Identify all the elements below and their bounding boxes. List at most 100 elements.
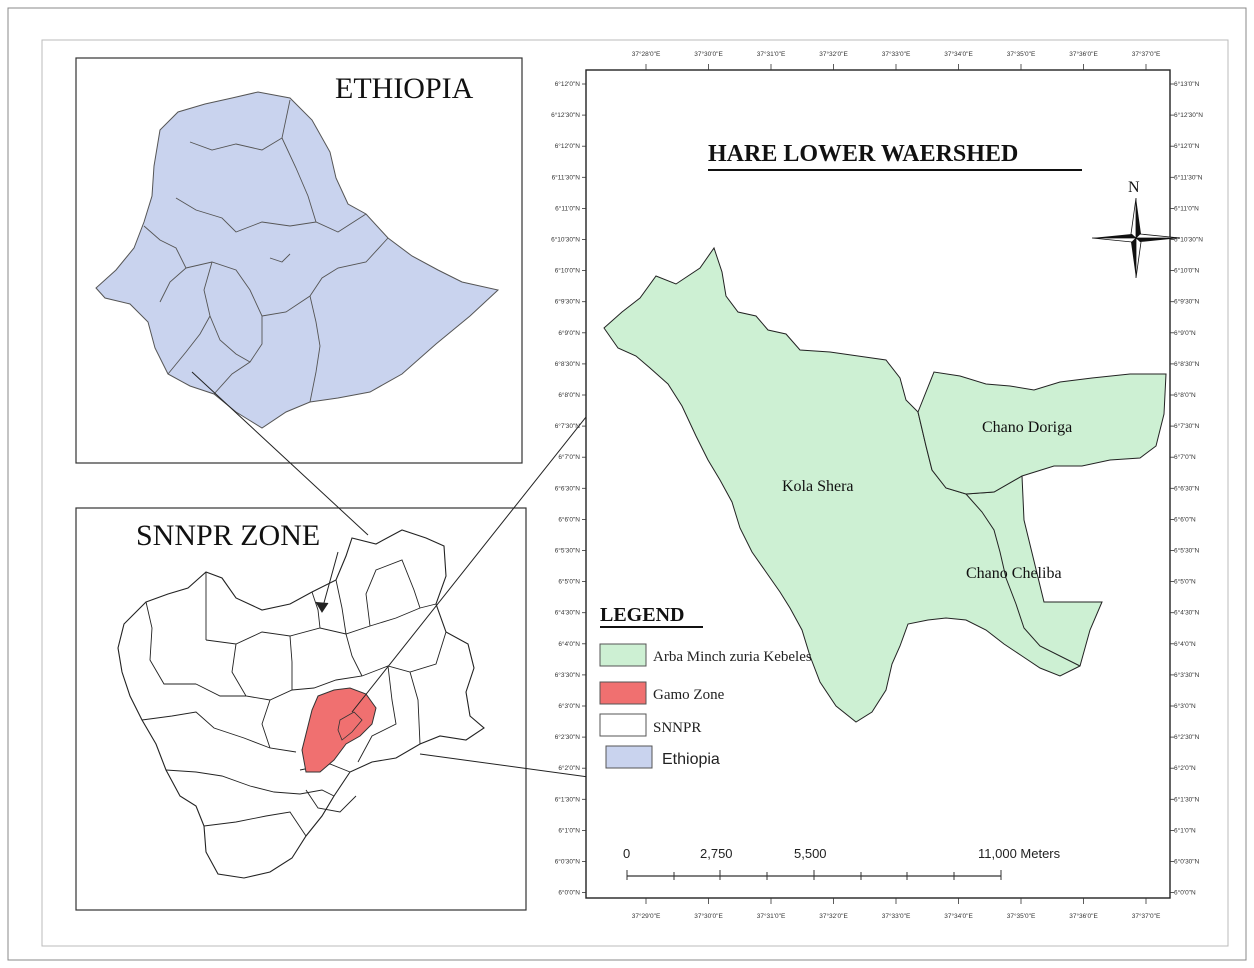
graticule-right-label: 6°7'30"N [1174,422,1200,430]
graticule-top: 37°28'0"E 37°30'0"E 37°31'0"E 37°32'0"E 37°3… [632,50,1161,70]
graticule-right-label: 6°4'30"N [1174,609,1200,617]
graticule-right-label: 6°7'0"N [1174,453,1196,461]
graticule-right-label: 6°6'30"N [1174,484,1200,492]
graticule-left-label: 6°11'0"N [555,204,580,212]
graticule-left-label: 6°1'0"N [558,826,580,834]
graticule-left-label: 6°12'0"N [555,142,581,150]
ethiopia-inset: ETHIOPIA [75,57,523,464]
graticule-left-label: 6°1'30"N [555,795,581,803]
graticule-left-label: 6°2'30"N [555,733,581,741]
graticule-right-label: 6°0'30"N [1174,858,1200,866]
graticule-left-label: 6°0'0"N [558,889,580,897]
graticule-top-label: 37°37'0"E [1132,50,1161,58]
main-map-title: HARE LOWER WAERSHED [708,141,1018,167]
graticule-left-label: 6°11'30"N [552,173,581,181]
graticule-left-label: 6°10'0"N [555,267,581,275]
graticule-right-label: 6°10'0"N [1174,267,1200,275]
north-label: N [1128,179,1140,196]
snnpr-inset-title: SNNPR ZONE [136,519,320,552]
scale-bar: 0 2,750 5,500 11,000 Meters [623,846,1061,880]
ethiopia-inset-title: ETHIOPIA [335,72,474,105]
graticule-left-label: 6°8'30"N [555,360,581,368]
graticule-right-label: 6°1'0"N [1174,826,1196,834]
graticule-top-label: 37°34'0"E [944,50,973,58]
graticule-left-label: 6°6'0"N [558,515,580,523]
graticule-left-label: 6°2'0"N [558,764,580,772]
graticule-right-label: 6°5'0"N [1174,578,1196,586]
legend-label-ethiopia: Ethiopia [662,751,720,768]
graticule-right-label: 6°5'30"N [1174,547,1200,555]
legend-label-snnpr: SNNPR [653,720,701,736]
inner-border [41,39,1229,947]
legend-label-gamo: Gamo Zone [653,687,725,703]
graticule-left-label: 6°3'30"N [555,671,581,679]
graticule-left-label: 6°3'0"N [558,702,580,710]
graticule-bottom-label: 37°30'0"E [694,912,723,920]
legend-swatch-gamo [599,681,647,705]
graticule-bottom-label: 37°32'0"E [819,912,848,920]
outer-border [7,7,1247,961]
graticule-top-label: 37°31'0"E [757,50,786,58]
graticule-left: 6°12'0"N6°12'30"N6°12'0"N6°11'30"N6°11'0… [551,80,586,897]
graticule-top-label: 37°32'0"E [819,50,848,58]
graticule-right-label: 6°3'0"N [1174,702,1196,710]
north-arrow-icon: N [1091,179,1181,279]
graticule-top-label: 37°36'0"E [1069,50,1098,58]
scale-label-5500: 5,500 [794,846,827,861]
graticule-left-label: 6°7'0"N [558,453,580,461]
graticule-right-label: 6°8'0"N [1174,391,1196,399]
graticule-right-label: 6°10'30"N [1174,236,1203,244]
kebele-internal-boundaries [965,493,1081,667]
graticule-right-label: 6°1'30"N [1174,795,1200,803]
graticule-left-label: 6°10'30"N [551,236,580,244]
graticule-right: 6°13'0"N6°12'30"N6°12'0"N6°11'30"N6°11'0… [1170,80,1203,897]
graticule-left-label: 6°9'30"N [555,298,581,306]
graticule-bottom-label: 37°35'0"E [1007,912,1036,920]
graticule-right-label: 6°11'0"N [1174,204,1199,212]
graticule-top-label: 37°30'0"E [694,50,723,58]
graticule-top-label: 37°28'0"E [632,50,661,58]
legend-label-kebeles: Arba Minch zuria Kebeles [653,649,812,665]
graticule-bottom-label: 37°34'0"E [944,912,973,920]
kebele-label-chano-cheliba: Chano Cheliba [966,565,1062,582]
gamo-zone-shape [301,687,377,773]
scale-label-11000: 11,000 Meters [978,846,1061,861]
chano-doriga-area [917,371,1167,495]
graticule-right-label: 6°13'0"N [1174,80,1200,88]
legend-swatch-kebeles [599,643,647,667]
ethiopia-region-boundaries [143,99,389,403]
graticule-top-label: 37°35'0"E [1007,50,1036,58]
graticule-right-label: 6°12'30"N [1174,111,1203,119]
legend-title: LEGEND [600,604,684,626]
legend: LEGEND Arba Minch zuria Kebeles Gamo Zon… [599,604,812,769]
graticule-right-label: 6°0'0"N [1174,889,1196,897]
scale-label-2750: 2,750 [700,846,733,861]
graticule-right-label: 6°9'30"N [1174,298,1200,306]
graticule-bottom-label: 37°33'0"E [882,912,911,920]
graticule-left-label: 6°8'0"N [558,391,580,399]
graticule-right-label: 6°4'0"N [1174,640,1196,648]
graticule-left-label: 6°7'30"N [555,422,581,430]
legend-swatch-snnpr [599,713,647,737]
scale-label-0: 0 [623,846,630,861]
graticule-bottom-label: 37°29'0"E [632,912,661,920]
kebele-label-chano-doriga: Chano Doriga [982,419,1072,436]
gamo-lake-outline [337,711,363,741]
legend-swatch-ethiopia [605,745,653,769]
graticule-bottom-label: 37°36'0"E [1069,912,1098,920]
graticule-left-label: 6°5'30"N [555,547,581,555]
graticule-right-label: 6°8'30"N [1174,360,1200,368]
ethiopia-country-shape [95,91,500,429]
graticule-bottom-label: 37°37'0"E [1132,912,1161,920]
graticule-right-label: 6°11'30"N [1174,173,1203,181]
main-map: HARE LOWER WAERSHED Kola Shera Chano Dor… [551,50,1203,920]
graticule-right-label: 6°2'0"N [1174,764,1196,772]
graticule-right-label: 6°3'30"N [1174,671,1200,679]
graticule-left-label: 6°0'30"N [555,858,581,866]
snnpr-zone-boundaries [141,559,447,837]
graticule-right-label: 6°6'0"N [1174,515,1196,523]
graticule-top-label: 37°33'0"E [882,50,911,58]
snnpr-inset: SNNPR ZONE [75,507,527,911]
